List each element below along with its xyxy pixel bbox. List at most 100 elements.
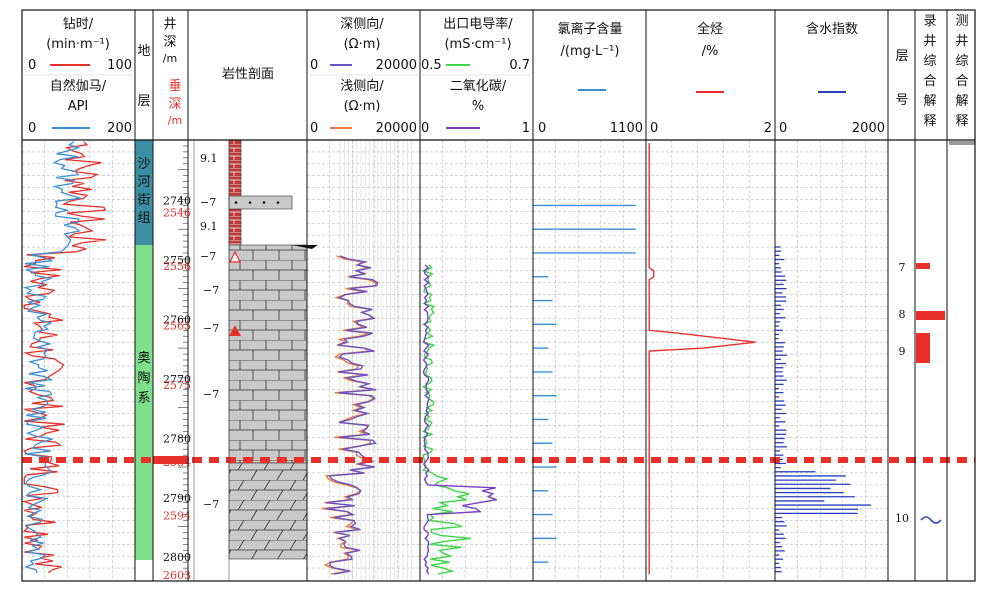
outer-border	[21, 9, 976, 582]
lithology-code-4: −7	[200, 250, 216, 263]
chloride-label: 氯离子含量	[557, 21, 622, 37]
track-grids	[22, 140, 888, 580]
shallow-res-max: 20000	[376, 121, 417, 136]
drill-time-max: 100	[107, 58, 132, 73]
shallow-res-label: 浅侧向/	[340, 78, 384, 94]
layer-number-10: 10	[895, 512, 909, 525]
md-depth-label: 2740	[163, 194, 191, 207]
conductivity-label: 出口电导率/	[443, 16, 513, 32]
md-depth-label: 2790	[163, 492, 191, 505]
formation-shahejie-name-4: 组	[137, 211, 150, 226]
md-depth-label: 2760	[163, 313, 191, 326]
log-curves	[21, 141, 871, 575]
mudlog-interp-header-3: 综	[923, 54, 936, 69]
lithology-dolomite	[228, 462, 308, 560]
conductivity-min: 0.5	[421, 58, 442, 73]
gamma-label: 自然伽马/	[50, 78, 107, 94]
conductivity-max: 0.7	[509, 58, 530, 73]
oil-show-open-triangle	[229, 250, 241, 263]
lithology-sand-dot	[234, 201, 238, 204]
lithology-code-6: −7	[203, 322, 219, 335]
layer-header-2: 号	[895, 93, 908, 108]
log-interp-hatch	[949, 141, 975, 145]
formation-shahejie-name-3: 街	[137, 193, 150, 208]
tvd-depth-label: 2556	[163, 260, 191, 273]
tvd-header-1: 垂	[168, 79, 181, 94]
md-depth-label: 2800	[163, 551, 191, 564]
log-interp-header-6: 释	[955, 114, 968, 129]
log-interp-header-1: 测	[955, 14, 968, 29]
formation-aotao-name-2: 陶	[137, 370, 150, 386]
gamma-unit: API	[68, 99, 89, 114]
layer-9-mark	[916, 333, 930, 363]
drill-time-label: 钻时/	[63, 17, 94, 32]
md-depth-label: 2780	[163, 432, 191, 445]
lithology-code-5: −7	[203, 284, 219, 297]
layer-number-7: 7	[899, 261, 906, 274]
deep-res-max: 20000	[376, 58, 417, 73]
water-index-min: 0	[779, 121, 787, 136]
deep-resistivity-curve	[325, 255, 379, 575]
drill-time-min: 0	[28, 58, 36, 73]
tvd-depth-label: 2565	[163, 319, 191, 332]
layer-number-8: 8	[899, 308, 906, 321]
lithology-sand-dot	[276, 201, 280, 204]
chloride-unit: /(mg·L⁻¹)	[561, 44, 620, 59]
water-index-label: 含水指数	[806, 21, 858, 37]
formation-header-1: 地	[137, 44, 150, 59]
lithology-header: 岩性剖面	[222, 67, 274, 82]
depth-track: 2740 2750 2760 2770 2780 2790 2800 2546 2556 2565…	[163, 145, 191, 582]
md-header-2: 深	[163, 35, 176, 50]
layer-number-9: 9	[899, 345, 906, 358]
deep-res-min: 0	[310, 58, 318, 73]
md-depth-label: 2750	[163, 254, 191, 267]
formation-aotao-name-1: 奥	[137, 351, 150, 366]
lithology-code-7: −7	[203, 388, 219, 401]
total-gas-label: 全烃	[697, 21, 723, 37]
layer-8-mark	[916, 311, 945, 320]
drill-time-unit: (min·m⁻¹)	[46, 37, 110, 52]
tvd-header-2: 深	[168, 97, 181, 112]
co2-max: 1	[522, 121, 530, 136]
mudlog-interp-header-6: 释	[923, 114, 936, 129]
mudlog-interp-header-1: 录	[923, 14, 936, 29]
log-interp-header-4: 合	[955, 74, 968, 89]
chloride-min: 0	[538, 121, 546, 136]
lithology-redbed-column	[228, 139, 242, 246]
drill-time-curve	[21, 141, 107, 574]
lithology-sand-dot	[262, 201, 266, 204]
co2-unit: %	[472, 99, 484, 114]
deep-res-unit: (Ω·m)	[344, 37, 381, 52]
shallow-res-min: 0	[310, 121, 318, 136]
log-interp-header-2: 井	[955, 34, 968, 49]
tvd-depth-label: 2575	[163, 379, 191, 392]
co2-curve	[422, 264, 497, 575]
header-area: 钻时/ (min·m⁻¹) 0 100 自然伽马/ API 0 200 地 层 …	[28, 14, 969, 136]
formation-header-2: 层	[137, 94, 150, 109]
formation-shahejie-name-1: 沙	[137, 157, 150, 172]
tvd-header-3: /m	[168, 114, 182, 127]
total-gas-max: 2	[764, 121, 772, 136]
md-depth-label: 2770	[163, 373, 191, 386]
lithology-code-3: 9.1	[200, 220, 218, 233]
table-frame	[21, 9, 976, 582]
md-header-3: /m	[163, 52, 177, 65]
layer-7-mark	[916, 263, 930, 269]
mudlog-interp-header-5: 解	[923, 94, 936, 109]
chloride-max: 1100	[610, 121, 643, 136]
lithology-sandstone-band	[228, 195, 293, 210]
tvd-depth-label: 2594	[163, 510, 191, 523]
co2-label: 二氧化碳/	[450, 79, 507, 94]
total-gas-min: 0	[650, 121, 658, 136]
lithology-sand-dot	[248, 201, 252, 204]
gamma-min: 0	[28, 121, 36, 136]
tvd-depth-label: 2546	[163, 206, 191, 219]
mudlog-interp-header-4: 合	[923, 74, 936, 89]
log-interp-header-5: 解	[955, 94, 968, 109]
formation-track: 沙 河 街 组 奥 陶 系	[135, 140, 153, 560]
formation-aotao	[135, 245, 153, 560]
total-gas-unit: /%	[702, 44, 719, 59]
conductivity-curve	[421, 264, 472, 575]
water-layer-wave-icon	[920, 516, 942, 524]
